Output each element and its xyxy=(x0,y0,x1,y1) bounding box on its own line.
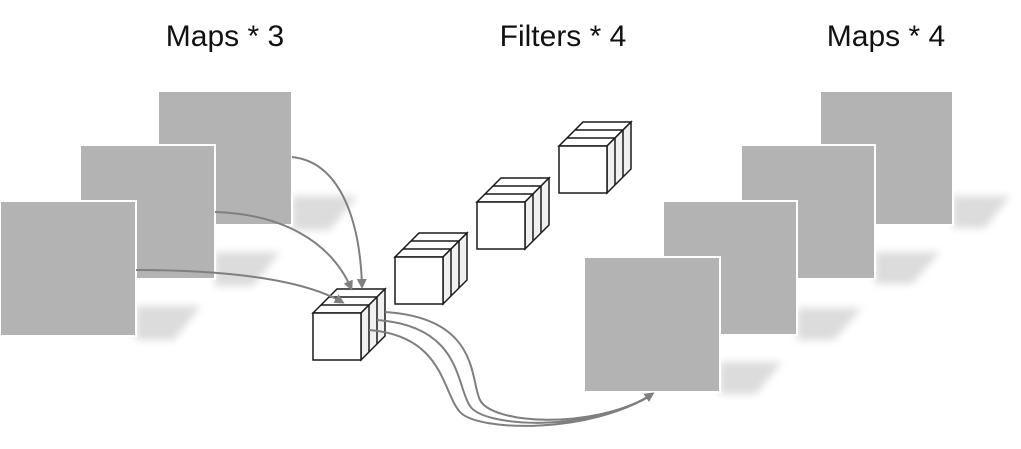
filter-1 xyxy=(311,287,387,362)
filter-4 xyxy=(557,120,633,195)
input-maps-title: Maps * 3 xyxy=(166,20,284,53)
filters-title: Filters * 4 xyxy=(500,20,627,53)
filter-cube-stack xyxy=(311,287,387,362)
output-maps-title: Maps * 4 xyxy=(827,20,945,53)
arrow-filter-to-output-b xyxy=(376,319,651,424)
arrow-map2-to-filter xyxy=(214,211,353,291)
filter-cube-stack xyxy=(557,120,633,195)
output-arrows xyxy=(368,311,655,427)
filters xyxy=(311,120,633,362)
filter-3 xyxy=(475,176,551,251)
filter-cube-stack xyxy=(393,231,469,306)
input-maps xyxy=(0,90,357,340)
arrow-map1-to-filter xyxy=(291,156,367,289)
arrow-filter-to-output-a xyxy=(384,311,651,421)
arrow-filter-to-output-c xyxy=(368,329,655,427)
input-arrows xyxy=(135,156,367,304)
input-map-3 xyxy=(0,200,201,340)
arrow-map3-to-filter xyxy=(135,269,345,304)
output-maps xyxy=(583,90,1010,394)
filter-2 xyxy=(393,231,469,306)
output-map-4 xyxy=(583,256,782,394)
filter-cube-stack xyxy=(475,176,551,251)
